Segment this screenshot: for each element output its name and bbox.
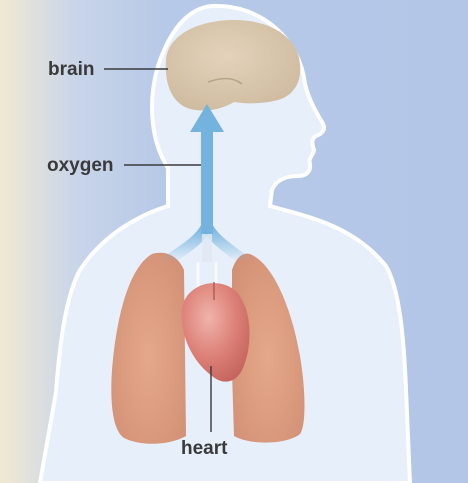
- oxygen-label: oxygen: [47, 155, 114, 176]
- heart-label: heart: [181, 438, 228, 459]
- arrow-stem: [201, 130, 213, 234]
- brain-label: brain: [48, 59, 94, 80]
- brain-shape: [166, 20, 300, 111]
